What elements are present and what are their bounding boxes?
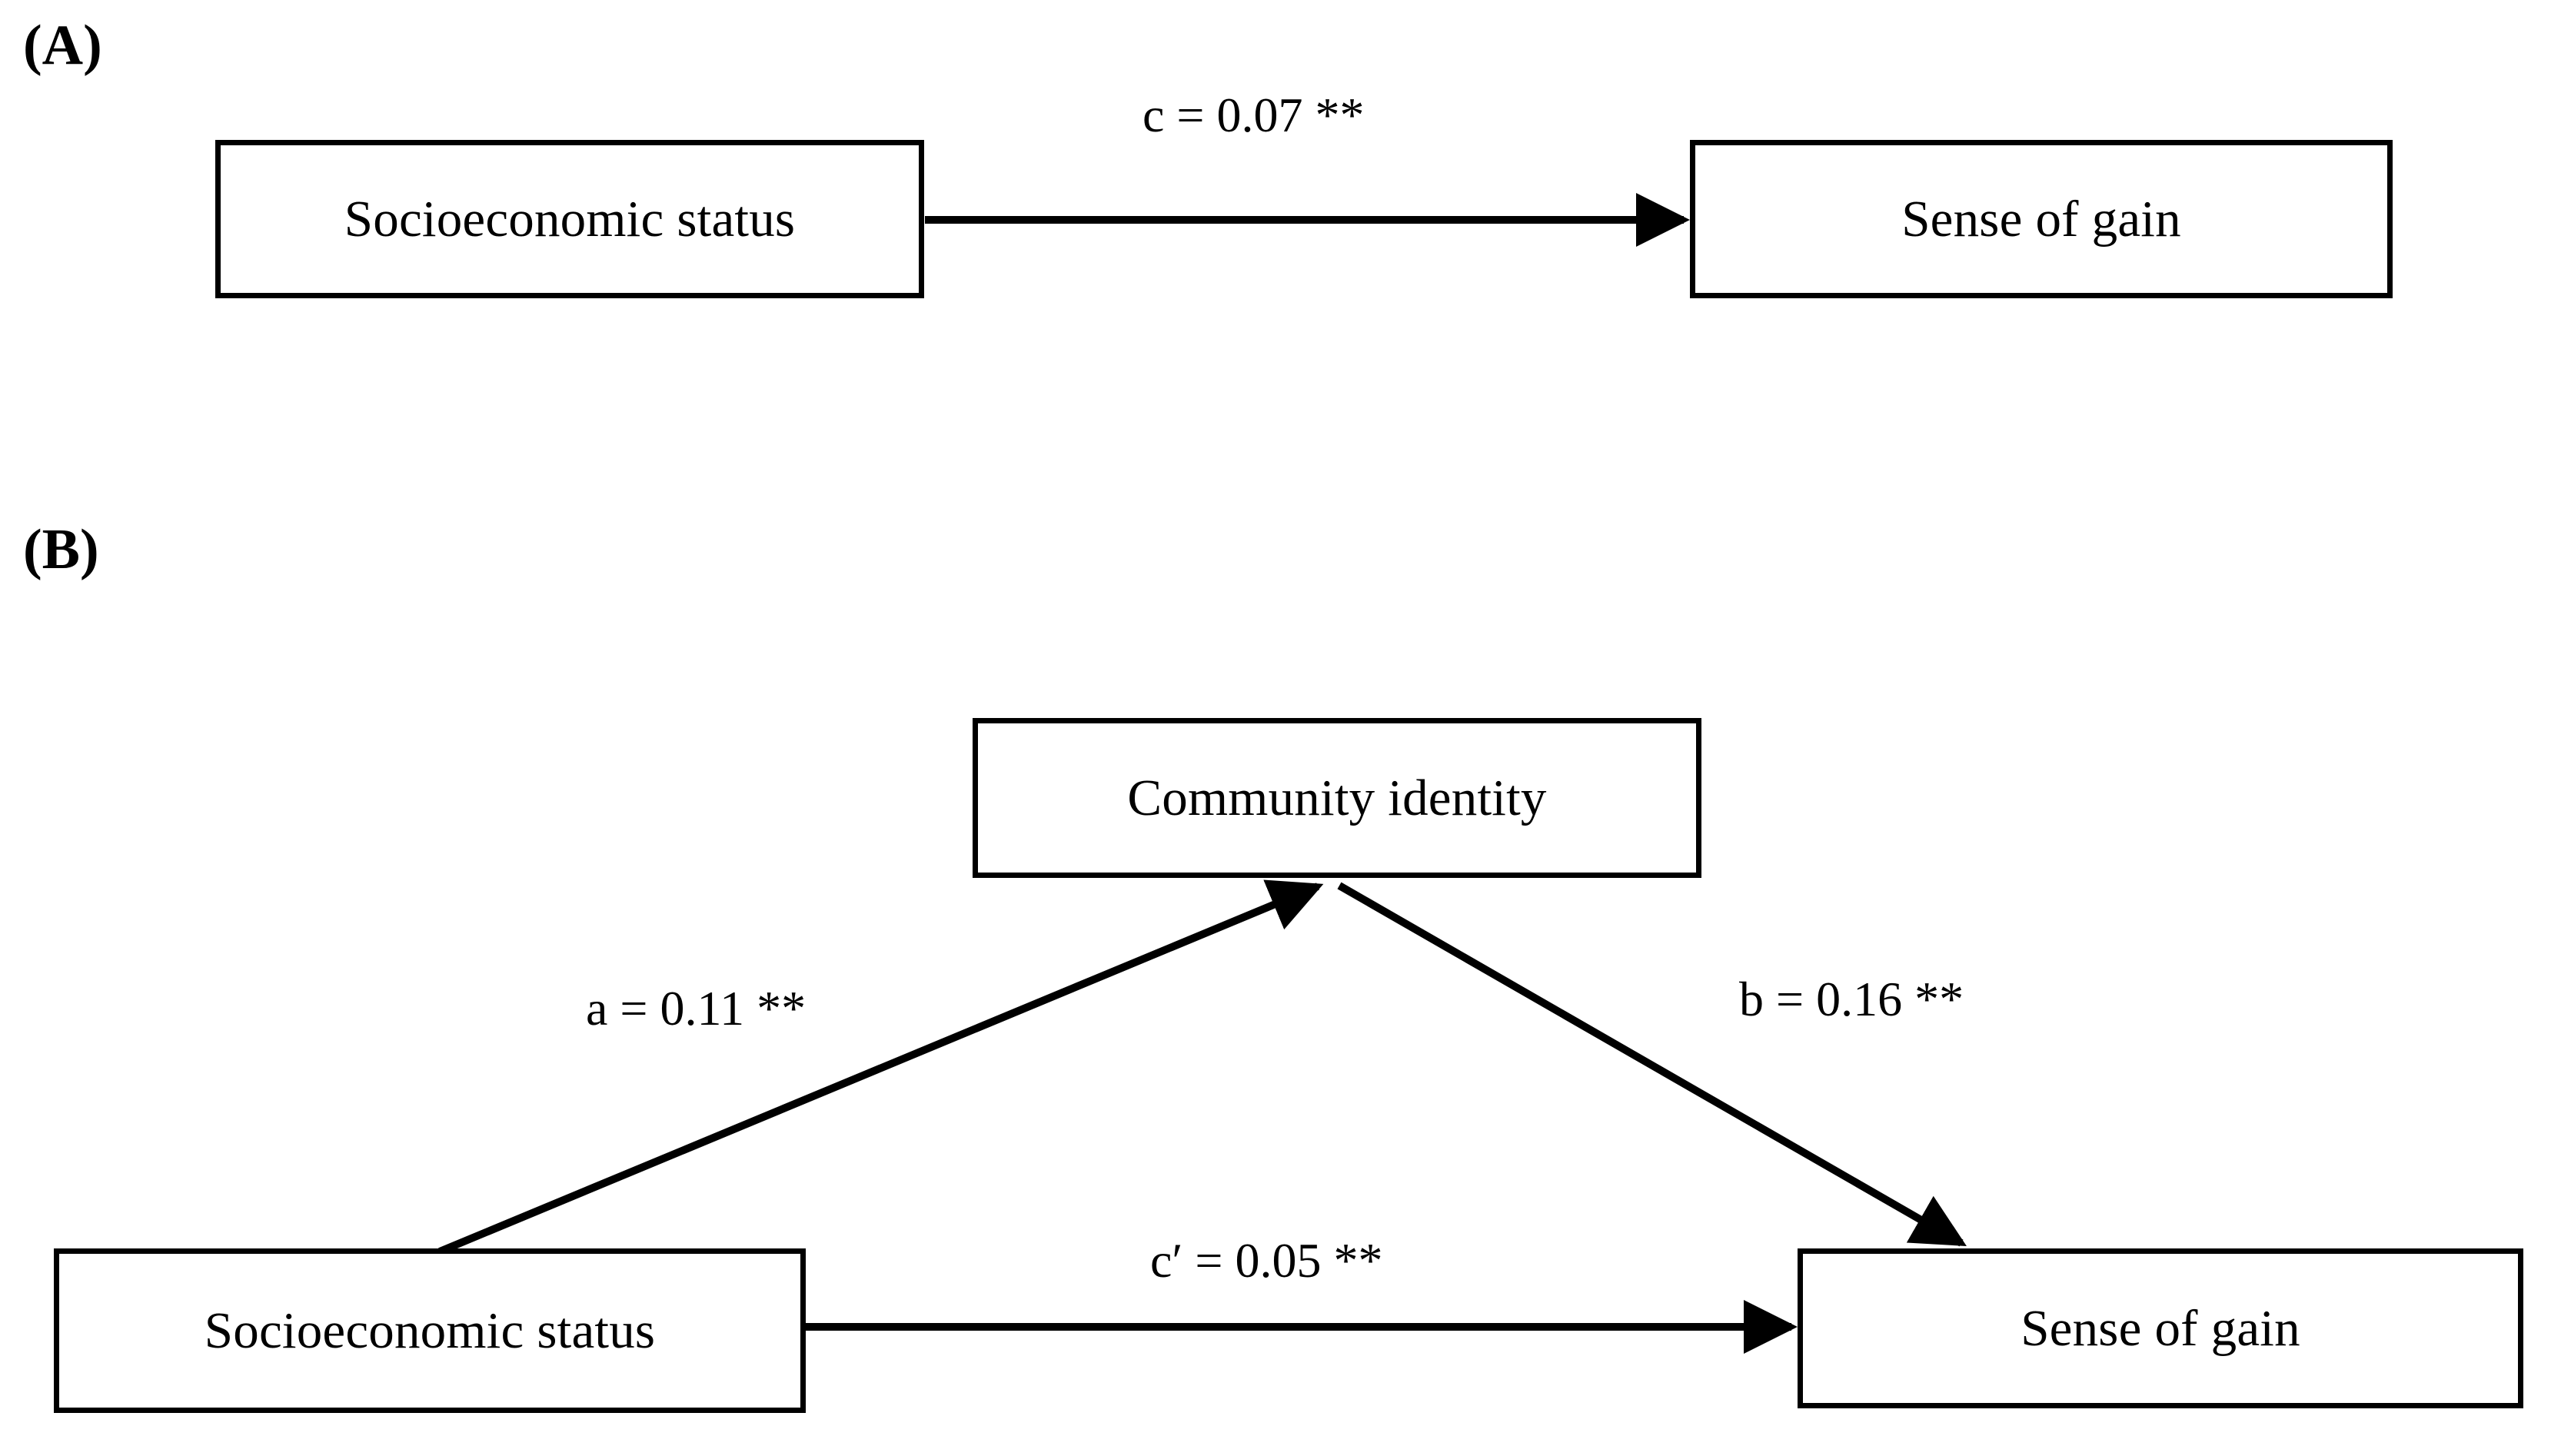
node-label-socioeconomic-status-b: Socioeconomic status (204, 1301, 656, 1359)
node-box-sense-of-gain-a: Sense of gain (1690, 140, 2393, 298)
node-label-socioeconomic-status-a: Socioeconomic status (344, 190, 796, 248)
path-label-c: c = 0.07 ** (1142, 88, 1365, 142)
node-label-community-identity-b: Community identity (1127, 769, 1547, 826)
panel-a-letter: (A) (23, 14, 102, 77)
node-label-sense-of-gain-b: Sense of gain (2021, 1299, 2300, 1357)
arrow-path-b (1337, 882, 1967, 1247)
panel-b-letter: (B) (23, 518, 99, 581)
node-box-socioeconomic-status-a: Socioeconomic status (215, 140, 924, 298)
node-label-sense-of-gain-a: Sense of gain (1901, 190, 2181, 248)
path-label-c-prime: c′ = 0.05 ** (1150, 1233, 1383, 1288)
node-box-sense-of-gain-b: Sense of gain (1798, 1248, 2523, 1408)
path-label-b: b = 0.16 ** (1739, 972, 1964, 1026)
node-box-community-identity-b: Community identity (973, 718, 1701, 878)
arrow-path-a (438, 879, 1324, 1255)
node-box-socioeconomic-status-b: Socioeconomic status (54, 1248, 806, 1413)
path-label-a: a = 0.11 ** (586, 981, 807, 1035)
